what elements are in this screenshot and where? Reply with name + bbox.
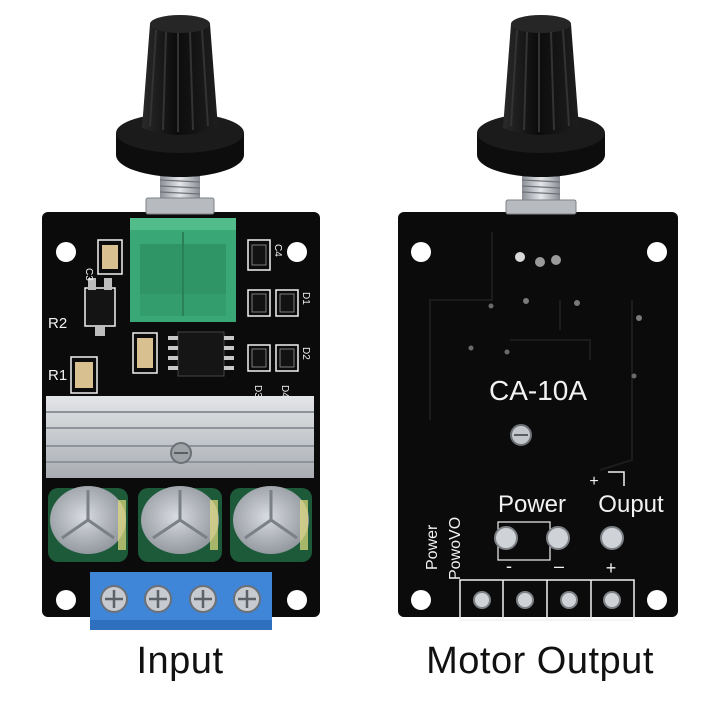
- diode: [251, 293, 267, 313]
- input-board-panel: R2 R1 C3 C4 D1 D2 D3 D4: [42, 15, 320, 682]
- smd-capacitor: [137, 338, 153, 368]
- heatsink-icon: [46, 396, 314, 478]
- side-power-vo-label: PowoVO: [447, 517, 464, 580]
- capacitor-icon: [138, 486, 222, 562]
- mounting-hole: [56, 590, 76, 610]
- capacitor-icon: [230, 486, 312, 562]
- label-d3: D3: [252, 385, 263, 398]
- label-c4: C4: [272, 244, 283, 257]
- power-label: Power: [498, 491, 566, 518]
- motor-output-board-photo: CA-10A + Power Ouput Power PowoVO - – +: [398, 15, 678, 621]
- minus-label-2: –: [554, 556, 564, 576]
- label-r2: R2: [48, 315, 67, 332]
- terminal-block-icon: [90, 572, 272, 630]
- mounting-hole: [647, 242, 667, 262]
- label-d4: D4: [279, 385, 290, 398]
- pcb-board: [398, 212, 678, 617]
- label-c3: C3: [83, 268, 94, 281]
- solder-joints: [494, 521, 624, 561]
- screw-icon: [510, 424, 532, 446]
- mounting-hole: [411, 242, 431, 262]
- side-power-label: Power: [424, 524, 441, 570]
- nut: [505, 199, 577, 215]
- mounting-hole: [287, 242, 307, 262]
- model-label: CA-10A: [489, 375, 587, 406]
- diode: [251, 244, 267, 266]
- smd-resistor: [75, 362, 93, 388]
- output-label: Ouput: [598, 491, 664, 518]
- diode: [279, 348, 295, 368]
- smd-capacitor: [102, 245, 118, 269]
- minus-label-1: -: [506, 556, 512, 576]
- mounting-hole: [411, 590, 431, 610]
- label-d2: D2: [300, 347, 311, 360]
- motor-output-board-panel: CA-10A + Power Ouput Power PowoVO - – +: [360, 0, 720, 720]
- input-board-photo: R2 R1 C3 C4 D1 D2 D3 D4: [42, 15, 320, 630]
- terminal-pads: [459, 579, 635, 621]
- input-caption: Input: [136, 640, 224, 682]
- mounting-hole: [56, 242, 76, 262]
- knob-icon: [116, 15, 244, 177]
- transistor: [84, 278, 116, 336]
- ic-chip: [168, 331, 234, 377]
- potentiometer-icon: [130, 218, 236, 322]
- solder-pads: [468, 252, 642, 379]
- mounting-hole: [647, 590, 667, 610]
- motor-output-caption: Motor Output: [426, 640, 654, 682]
- nut: [145, 197, 215, 215]
- label-d1: D1: [300, 292, 311, 305]
- capacitor-icon: [48, 486, 128, 562]
- diode: [279, 293, 295, 313]
- knob-icon: [477, 15, 605, 177]
- diode: [251, 348, 267, 368]
- plus-top-label: +: [589, 473, 598, 490]
- mounting-hole: [287, 590, 307, 610]
- label-r1: R1: [48, 367, 67, 384]
- plus-bottom-label: +: [606, 558, 617, 578]
